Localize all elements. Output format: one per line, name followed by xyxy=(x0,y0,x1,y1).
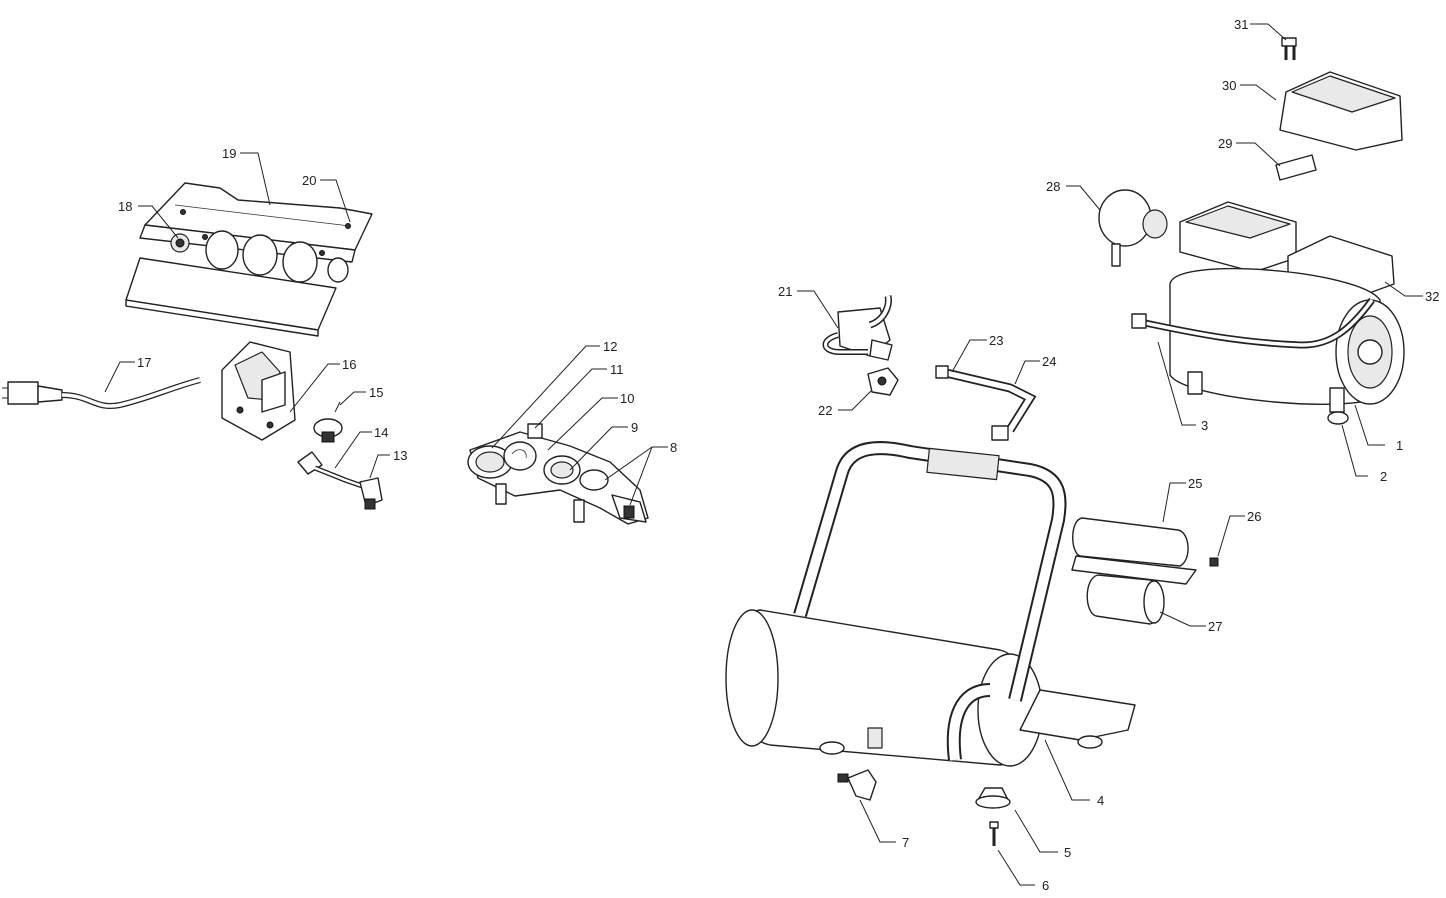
part-27-capacitor xyxy=(1086,574,1165,625)
callout-labels: 1 2 3 4 5 6 7 8 9 10 11 12 13 14 15 16 1… xyxy=(118,17,1439,893)
callout-8: 8 xyxy=(670,440,677,455)
part-2-foot xyxy=(1327,411,1349,425)
callout-4: 4 xyxy=(1097,793,1104,808)
callout-9: 9 xyxy=(631,420,638,435)
callout-6: 6 xyxy=(1042,878,1049,893)
callout-7: 7 xyxy=(902,835,909,850)
callout-16: 16 xyxy=(342,357,356,372)
part-5-foot xyxy=(975,787,1011,809)
part-30-cover xyxy=(1279,71,1403,151)
part-13-14-tube-fittings xyxy=(297,451,383,510)
callout-18: 18 xyxy=(118,199,132,214)
part-31-screw xyxy=(1281,37,1297,60)
callout-12: 12 xyxy=(603,339,617,354)
callout-1: 1 xyxy=(1396,438,1403,453)
callout-25: 25 xyxy=(1188,476,1202,491)
callout-20: 20 xyxy=(302,173,316,188)
part-15-pressure-switch xyxy=(313,401,343,443)
part-25-capacitor-cover xyxy=(1071,517,1197,585)
callout-26: 26 xyxy=(1247,509,1261,524)
callout-31: 31 xyxy=(1234,17,1248,32)
part-26-screw xyxy=(1209,557,1219,567)
callout-28: 28 xyxy=(1046,179,1060,194)
callout-13: 13 xyxy=(393,448,407,463)
part-6-screw xyxy=(989,821,999,846)
part-23-24-discharge-tube xyxy=(935,365,1037,441)
part-7-drain-valve xyxy=(837,769,877,801)
callout-29: 29 xyxy=(1218,136,1232,151)
callout-3: 3 xyxy=(1201,418,1208,433)
callout-23: 23 xyxy=(989,333,1003,348)
callout-30: 30 xyxy=(1222,78,1236,93)
part-16-switch-housing xyxy=(221,341,296,441)
callout-10: 10 xyxy=(620,391,634,406)
part-8-12-manifold xyxy=(467,423,649,525)
part-1-motor-pump xyxy=(1131,201,1405,413)
part-4-tank-frame xyxy=(725,441,1136,767)
callout-32: 32 xyxy=(1425,289,1439,304)
callout-21: 21 xyxy=(778,284,792,299)
part-19-plate xyxy=(125,182,373,337)
callout-17: 17 xyxy=(137,355,151,370)
part-17-power-cord xyxy=(2,377,201,409)
callout-5: 5 xyxy=(1064,845,1071,860)
part-29-bracket xyxy=(1275,154,1317,181)
callout-27: 27 xyxy=(1208,619,1222,634)
part-22-fitting xyxy=(867,367,899,396)
part-28-air-filter xyxy=(1098,189,1168,267)
callout-24: 24 xyxy=(1042,354,1056,369)
callout-11: 11 xyxy=(610,362,624,377)
callout-15: 15 xyxy=(369,385,383,400)
callout-2: 2 xyxy=(1380,469,1387,484)
callout-14: 14 xyxy=(374,425,388,440)
callout-22: 22 xyxy=(818,403,832,418)
callout-19: 19 xyxy=(222,146,236,161)
part-21-check-valve xyxy=(822,295,893,361)
leader-lines xyxy=(104,23,1423,886)
